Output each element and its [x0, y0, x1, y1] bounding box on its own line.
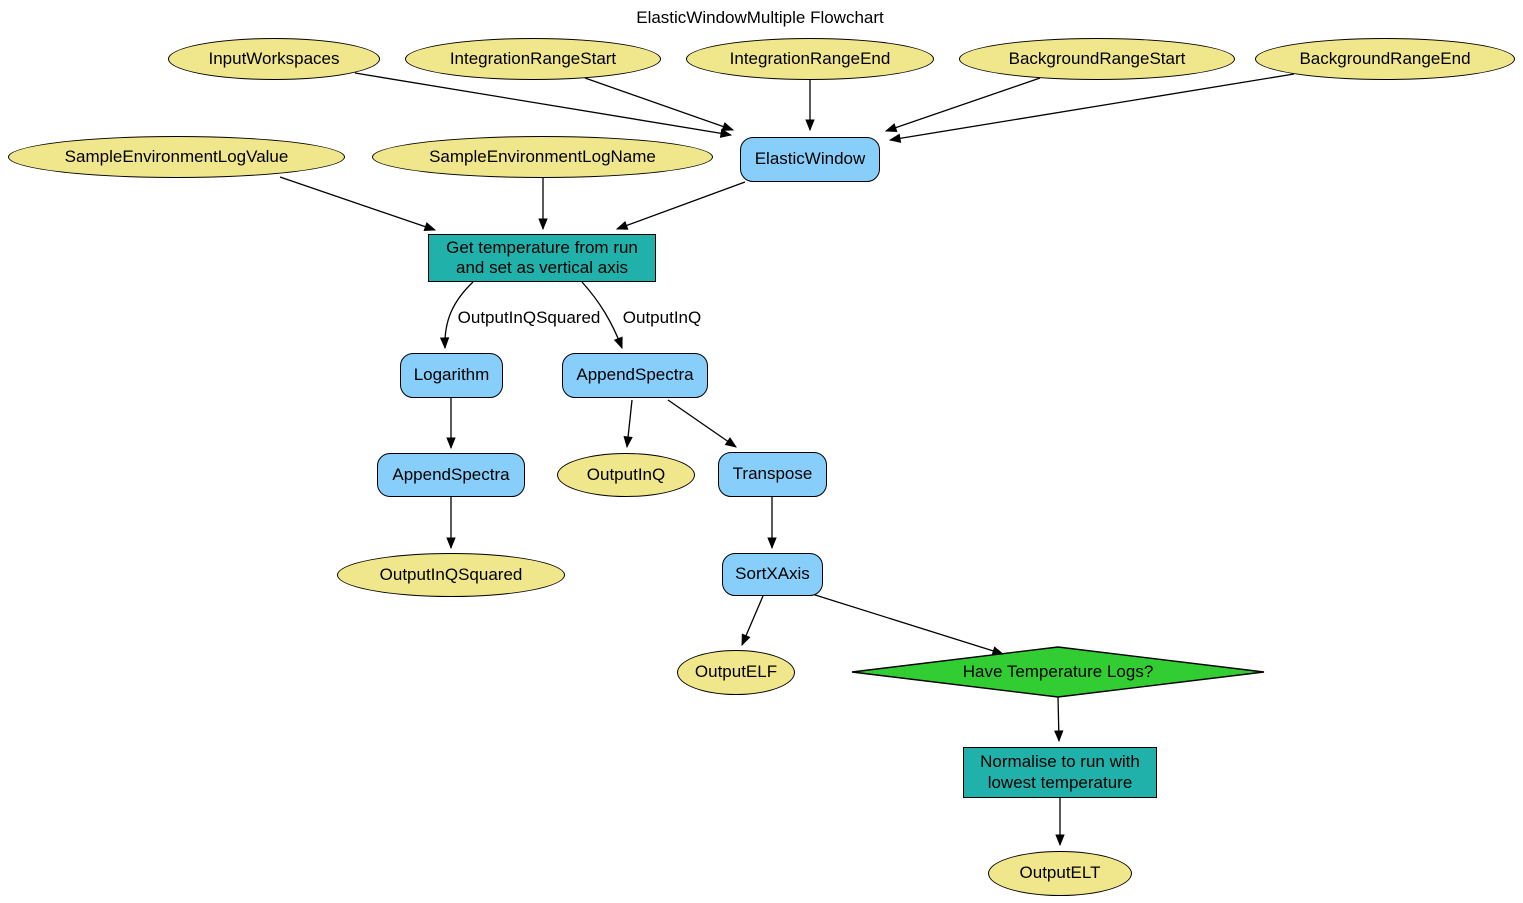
- edge-backgroundrangeend-elasticwindow: [888, 73, 1295, 143]
- node-background-range-end: BackgroundRangeEnd: [1255, 38, 1515, 80]
- node-append-spectra-q-squared: AppendSpectra: [377, 453, 525, 497]
- edge-sortxaxis-outputelf: [741, 595, 764, 647]
- edge-elasticwindow-gettemperature: [615, 181, 746, 230]
- node-sample-environment-log-name: SampleEnvironmentLogName: [372, 136, 713, 178]
- node-output-elt: OutputELT: [988, 851, 1132, 896]
- node-output-elf: OutputELF: [677, 650, 795, 695]
- node-background-range-start: BackgroundRangeStart: [959, 38, 1235, 80]
- edge-appendspectra-transpose: [667, 399, 737, 448]
- edge-gettemperature-logarithm: [439, 281, 474, 350]
- node-get-temperature: Get temperature from run and set as vert…: [428, 234, 656, 282]
- node-output-in-q-squared: OutputInQSquared: [337, 553, 565, 597]
- edge-sortxaxis-havetemperaturelogs: [811, 593, 1005, 656]
- edge-inputworkspaces-elasticwindow: [354, 72, 733, 138]
- node-get-temperature-line2: and set as vertical axis: [456, 258, 628, 277]
- node-have-temperature-logs-label: Have Temperature Logs?: [962, 662, 1154, 681]
- edge-integrationrangestart-elasticwindow: [584, 77, 735, 131]
- node-integration-range-start: IntegrationRangeStart: [405, 38, 661, 80]
- node-normalise-line1: Normalise to run with: [980, 752, 1140, 772]
- edge-label-output-in-q: OutputInQ: [622, 308, 702, 327]
- node-input-workspaces: InputWorkspaces: [168, 38, 380, 80]
- node-sample-environment-log-value: SampleEnvironmentLogValue: [8, 136, 345, 178]
- node-logarithm: Logarithm: [400, 353, 503, 398]
- node-output-in-q: OutputInQ: [557, 453, 695, 497]
- edge-gettemperature-appendspectra: [581, 281, 623, 350]
- edge-sampleenvironmentlogvalue-gettemperature: [279, 176, 437, 232]
- diagram-title: ElasticWindowMultiple Flowchart: [636, 8, 884, 27]
- edge-backgroundrangestart-elasticwindow: [884, 77, 1041, 132]
- edge-appendspectra-outputinq: [623, 399, 633, 449]
- node-elastic-window: ElasticWindow: [740, 137, 880, 182]
- have-temperature-logs-diamond-shape: [851, 646, 1265, 698]
- node-integration-range-end: IntegrationRangeEnd: [686, 38, 934, 80]
- node-get-temperature-line1: Get temperature from run: [446, 237, 638, 257]
- edge-havetemperaturelogs-normalise: [1054, 696, 1064, 743]
- node-normalise-line2: lowest temperature: [987, 772, 1133, 792]
- edge-label-output-in-q-squared: OutputInQSquared: [457, 308, 601, 327]
- node-append-spectra-q: AppendSpectra: [562, 353, 708, 398]
- node-normalise: Normalise to run with lowest temperature: [963, 747, 1157, 798]
- node-transpose: Transpose: [718, 452, 827, 497]
- node-sort-x-axis: SortXAxis: [722, 553, 823, 596]
